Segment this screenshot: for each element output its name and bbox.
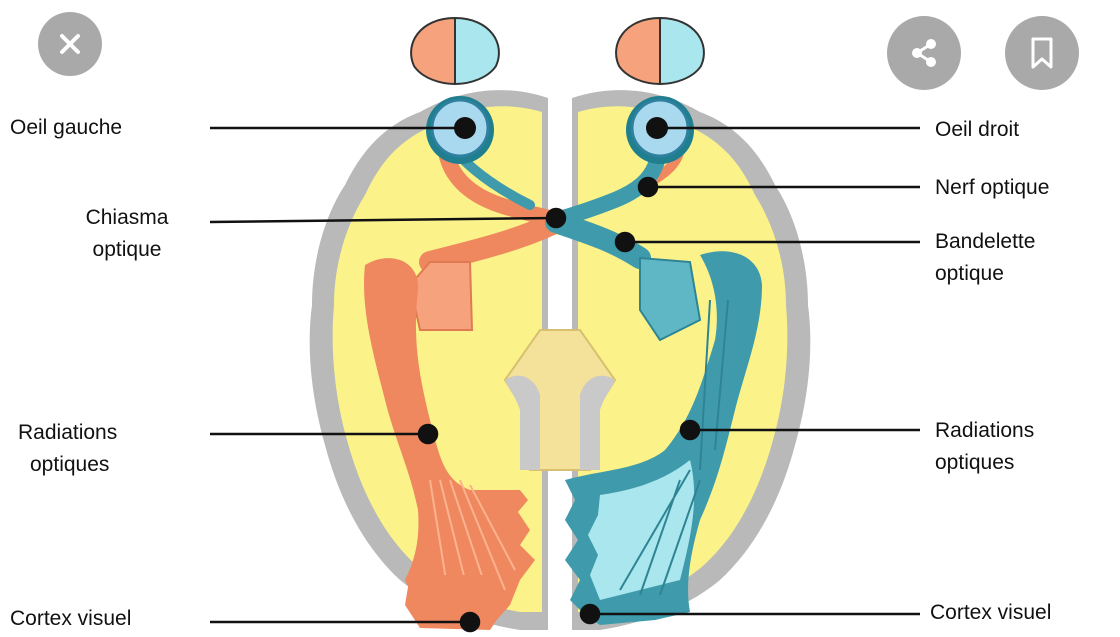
label-radiations-right-line2: optiques — [935, 448, 1014, 478]
close-icon — [56, 30, 84, 58]
dot-cortex-left — [461, 613, 479, 631]
label-tract-line2: optique — [935, 259, 1004, 289]
label-cortex-left: Cortex visuel — [10, 604, 131, 634]
longitudinal-fissure — [548, 95, 572, 215]
visual-field-left — [411, 18, 499, 84]
bookmark-button[interactable] — [1005, 16, 1079, 90]
dot-radiations-left — [419, 425, 437, 443]
label-left-eye: Oeil gauche — [10, 113, 122, 143]
share-button[interactable] — [887, 16, 961, 90]
share-icon — [907, 36, 941, 70]
dot-cortex-right — [581, 605, 599, 623]
visual-field-right — [616, 18, 704, 84]
close-button[interactable] — [38, 12, 102, 76]
label-tract-line1: Bandelette — [935, 227, 1035, 257]
label-radiations-left-line2: optiques — [30, 450, 109, 480]
bookmark-icon — [1027, 36, 1057, 70]
label-radiations-left-line1: Radiations — [18, 418, 117, 448]
dot-left-eye — [456, 119, 474, 137]
dot-tract — [616, 233, 634, 251]
label-chiasm-line1: Chiasma — [52, 203, 202, 233]
label-right-eye: Oeil droit — [935, 115, 1019, 145]
dot-radiations-right — [681, 421, 699, 439]
label-cortex-right: Cortex visuel — [930, 598, 1051, 628]
label-radiations-right-line1: Radiations — [935, 416, 1034, 446]
dot-chiasm — [547, 209, 565, 227]
label-optic-nerve: Nerf optique — [935, 173, 1049, 203]
dot-optic-nerve — [639, 178, 657, 196]
dot-right-eye — [648, 119, 666, 137]
label-chiasm-line2: optique — [52, 235, 202, 265]
